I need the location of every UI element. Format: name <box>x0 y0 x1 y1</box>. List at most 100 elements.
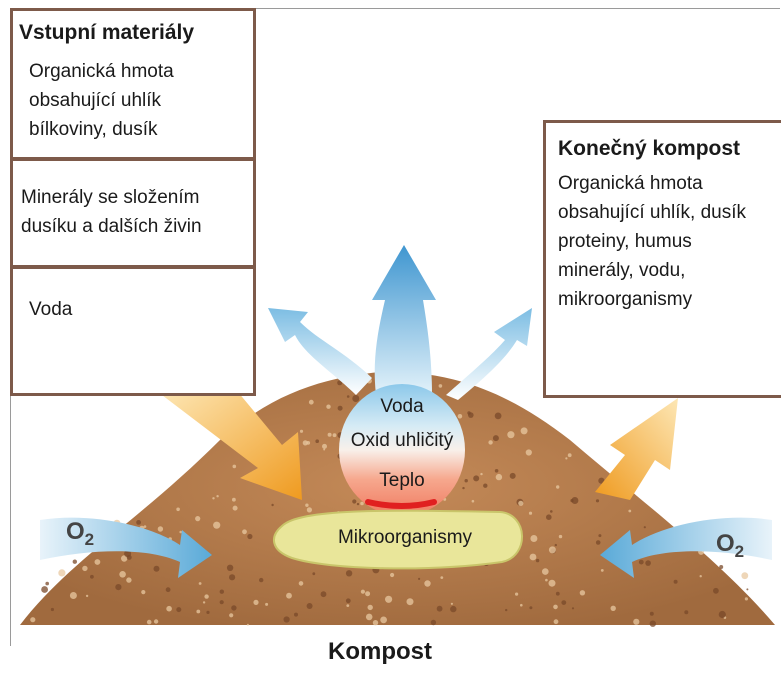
pile-speckle <box>628 510 631 513</box>
pile-speckle <box>232 498 236 502</box>
pile-speckle <box>147 620 152 625</box>
pile-speckle <box>315 439 319 443</box>
pile-speckle <box>227 565 233 571</box>
pile-speckle <box>380 617 387 624</box>
pile-speckle <box>556 592 560 596</box>
final-compost-text: Organická hmota obsahující uhlík, dusík … <box>558 169 746 314</box>
pile-speckle <box>158 526 163 531</box>
pile-speckle <box>70 592 77 599</box>
pile-speckle <box>346 604 349 607</box>
vapor-arrow-up <box>372 245 436 395</box>
final-line-3: proteiny, humus <box>558 227 746 256</box>
pile-speckle <box>546 514 552 520</box>
pile-speckle <box>713 588 719 594</box>
pile-speckle <box>286 593 292 599</box>
pile-speckle <box>561 600 566 605</box>
pile-speckle <box>51 608 54 611</box>
pile-speckle <box>82 566 87 571</box>
pile-speckle <box>216 495 218 497</box>
pile-speckle <box>467 411 470 414</box>
pile-speckle <box>549 580 556 587</box>
pile-speckle <box>462 487 464 489</box>
pile-speckle <box>299 581 304 586</box>
pile-speckle <box>639 560 644 565</box>
pile-speckle <box>360 502 364 506</box>
pile-speckle <box>644 526 646 528</box>
water-text: Voda <box>29 295 72 324</box>
input-line-2: obsahující uhlík <box>29 86 174 115</box>
pile-speckle <box>741 572 748 579</box>
input-materials-text: Organická hmota obsahující uhlík bílkovi… <box>29 57 174 144</box>
pile-speckle <box>90 575 94 579</box>
input-materials-title: Vstupní materiály <box>19 21 194 45</box>
pile-speckle <box>357 503 359 505</box>
pile-speckle <box>719 611 726 618</box>
final-line-2: obsahující uhlík, dusík <box>558 198 746 227</box>
pile-speckle <box>229 574 235 580</box>
pile-speckle <box>373 620 378 625</box>
pile-speckle <box>407 598 414 605</box>
pile-speckle <box>73 560 77 564</box>
pile-speckle <box>650 621 656 627</box>
oxygen-label-right: O2 <box>716 530 744 562</box>
pile-speckle <box>645 560 651 566</box>
pile-speckle <box>510 473 516 479</box>
pile-speckle <box>229 613 233 617</box>
pile-speckle <box>555 544 557 546</box>
pile-speckle <box>601 569 604 572</box>
co2-label: Oxid uhličitý <box>335 430 469 452</box>
pile-speckle <box>496 474 502 480</box>
pile-speckle <box>553 605 558 610</box>
pile-speckle <box>568 453 572 457</box>
pile-speckle <box>390 573 394 577</box>
pile-speckle <box>141 590 145 594</box>
pile-speckle <box>431 620 436 625</box>
pile-speckle <box>650 612 654 616</box>
vapor-arrow-left <box>268 308 372 395</box>
pile-speckle <box>554 619 559 624</box>
pile-speckle <box>440 576 443 579</box>
pile-speckle <box>328 433 332 437</box>
input-materials-box: Vstupní materiály Organická hmota obsahu… <box>10 8 256 160</box>
pile-speckle <box>465 479 468 482</box>
pile-speckle <box>495 469 499 473</box>
pile-speckle <box>450 606 456 612</box>
final-line-5: mikroorganismy <box>558 285 746 314</box>
pile-speckle <box>480 473 482 475</box>
pile-speckle <box>233 506 238 511</box>
pile-speckle <box>488 440 492 444</box>
pile-speckle <box>196 610 200 614</box>
heat-label: Teplo <box>355 470 449 492</box>
pile-speckle <box>611 606 616 611</box>
pile-speckle <box>212 497 214 499</box>
pile-speckle <box>247 624 249 626</box>
pile-speckle <box>580 590 585 595</box>
pile-speckle <box>154 619 158 623</box>
pile-speckle <box>536 559 539 562</box>
diagram-title: Kompost <box>250 638 510 666</box>
pile-speckle <box>515 593 518 596</box>
pile-speckle <box>505 609 507 611</box>
pile-speckle <box>322 444 327 449</box>
pile-speckle <box>529 512 532 515</box>
minerals-text: Minerály se složením dusíku a dalších ži… <box>21 183 202 241</box>
pile-speckle <box>346 570 352 576</box>
pile-speckle <box>204 594 208 598</box>
pile-speckle <box>719 565 723 569</box>
pile-speckle <box>119 571 126 578</box>
pile-speckle <box>213 522 220 529</box>
minerals-box: Minerály se složením dusíku a dalších ži… <box>10 158 256 268</box>
pile-speckle <box>366 614 373 621</box>
pile-speckle <box>368 605 373 610</box>
pile-speckle <box>309 400 314 405</box>
pile-speckle <box>233 465 237 469</box>
pile-speckle <box>520 604 523 607</box>
pile-speckle <box>424 580 430 586</box>
pile-speckle <box>571 497 578 504</box>
pile-speckle <box>176 607 181 612</box>
pile-speckle <box>312 572 315 575</box>
pile-speckle <box>231 605 236 610</box>
pile-speckle <box>294 613 298 617</box>
pile-speckle <box>176 508 180 512</box>
